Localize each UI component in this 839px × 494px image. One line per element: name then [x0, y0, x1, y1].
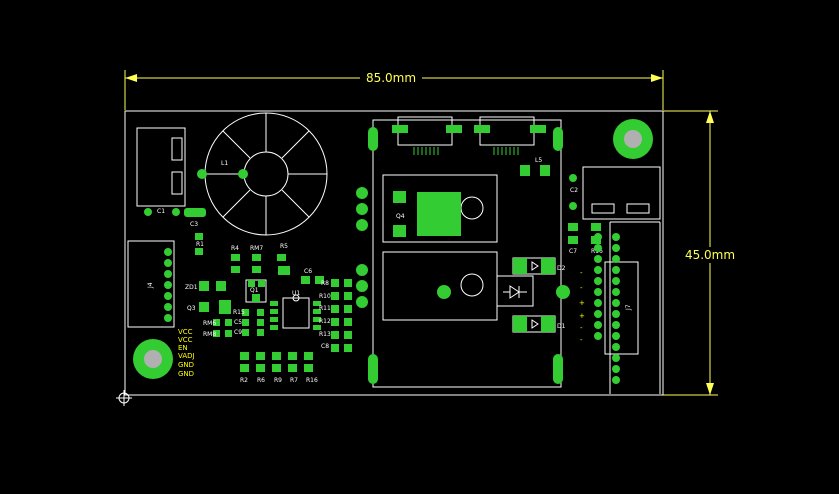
resistor-column: [331, 279, 352, 352]
label-c4: C8: [321, 343, 329, 350]
connector-j7-pins: [594, 233, 620, 384]
label-d2: D2: [557, 265, 566, 272]
label-q4: Q4: [396, 213, 405, 220]
label-r10: R10: [319, 293, 331, 300]
label-q3: Q3: [187, 305, 196, 312]
label-c9: C9: [234, 329, 242, 336]
label-r5: R5: [280, 243, 288, 250]
smd-r15-c5-c9: [242, 309, 264, 336]
label-l5: L5: [535, 157, 542, 164]
label-zd1: ZD1: [185, 284, 198, 291]
connector-j7: [604, 221, 661, 394]
height-dimension-label: 45.0mm: [685, 248, 735, 262]
smd-rm7: [252, 254, 261, 273]
capacitor-c2-pad: [569, 174, 577, 182]
label-r1: R1: [196, 241, 204, 248]
label-r7: R7: [290, 377, 298, 384]
terminal-block-right: [582, 166, 661, 220]
label-rm8: RM8: [203, 331, 216, 338]
label-c5: C5: [234, 319, 242, 326]
capacitor-c2-pad: [569, 202, 577, 210]
label-c3: C3: [190, 221, 198, 228]
label-r15: R15: [233, 309, 245, 316]
board-outline: [124, 110, 664, 396]
smd-q1: [245, 279, 267, 303]
smd-r1: [195, 233, 203, 255]
origin-marker: [116, 390, 132, 406]
trace-comb: [413, 147, 519, 155]
label-r8: R8: [321, 280, 329, 287]
net-label: GND: [178, 370, 194, 378]
label-c2: C2: [570, 187, 578, 194]
inductor-l1-pad: [197, 169, 207, 179]
connector-j4: [127, 240, 175, 328]
label-c7: C7: [569, 248, 577, 255]
label-r13: R13: [319, 331, 331, 338]
smd-zd1: [199, 281, 226, 291]
label-u1: U1: [292, 290, 300, 297]
label-d1: D1: [557, 323, 566, 330]
diode-d2: [512, 257, 556, 275]
smd-rm6-rm8: [213, 319, 232, 337]
net-label: VCC: [178, 328, 193, 336]
label-rm7: RM7: [250, 245, 263, 252]
smd-c6: [301, 276, 324, 284]
label-c6: C6: [304, 268, 312, 275]
label-j7: J7: [625, 304, 632, 311]
polarity-mark: -: [580, 336, 583, 344]
label-r16: R16: [306, 377, 318, 384]
label-rm6: RM6: [203, 320, 216, 327]
width-dimension-label: 85.0mm: [366, 71, 416, 85]
label-r2: R2: [240, 377, 248, 384]
ic-u1: [270, 294, 321, 330]
smd-r4: [231, 254, 240, 273]
label-c1: C1: [157, 208, 165, 215]
capacitor-c3-pads: [184, 208, 206, 217]
label-r11: R11: [319, 305, 331, 312]
label-r6: R6: [257, 377, 265, 384]
capacitor-c1-pads: [144, 208, 180, 216]
power-module-pads: [356, 125, 570, 384]
polarity-mark: +: [579, 299, 585, 307]
diode-d1: [512, 315, 556, 333]
polarity-mark: +: [579, 312, 585, 320]
label-r12: R12: [319, 318, 331, 325]
resistor-row-bottom: [240, 352, 313, 372]
smd-q3: [199, 300, 231, 314]
terminal-block-left: [136, 127, 186, 207]
diode-symbol: [503, 285, 527, 299]
polarity-mark: -: [580, 284, 583, 292]
smd-r5: [277, 254, 290, 275]
power-module: [372, 116, 562, 388]
label-l1: L1: [221, 160, 228, 167]
label-r9: R9: [274, 377, 282, 384]
polarity-mark: -: [580, 269, 583, 277]
label-q1: Q1: [250, 287, 259, 294]
label-r4: R4: [231, 245, 239, 252]
inductor-l1-pad: [238, 169, 248, 179]
mounting-hole-top-right: [613, 119, 653, 159]
net-label: VADJ: [178, 352, 195, 360]
net-label: GND: [178, 361, 194, 369]
inductor-l5: [520, 165, 550, 176]
smd-c7-r16: [568, 223, 601, 244]
net-label: VCC: [178, 336, 193, 344]
net-label: EN: [178, 344, 188, 352]
label-j4: J4: [147, 282, 154, 289]
polarity-mark: -: [580, 324, 583, 332]
inductor-l1: [204, 112, 328, 236]
mounting-hole-bottom-left: [133, 339, 173, 379]
